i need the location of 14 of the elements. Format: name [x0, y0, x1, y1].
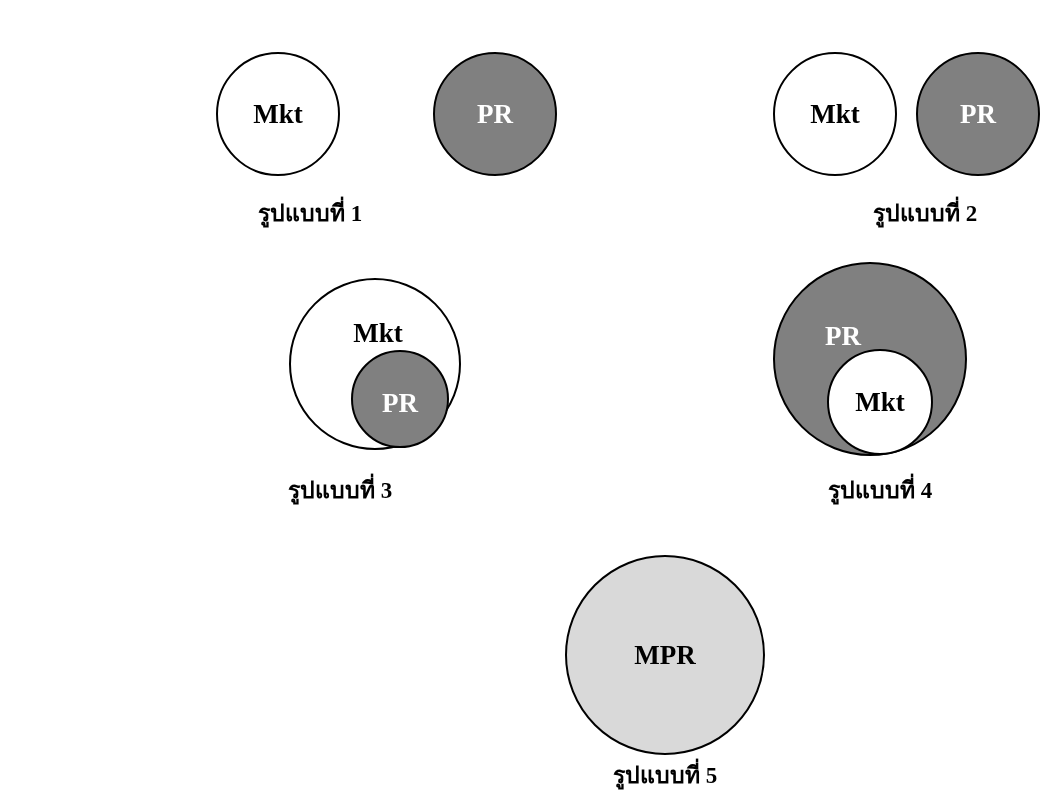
circle-label: PR	[825, 322, 861, 350]
caption: รูปแบบที่ 5	[612, 757, 718, 793]
circle-label: PR	[382, 389, 418, 417]
circle-label: Mkt	[855, 388, 905, 416]
circle-label: Mkt	[253, 100, 303, 128]
circle-label: Mkt	[353, 319, 403, 347]
caption: รูปแบบที่ 4	[827, 472, 933, 508]
circle-label: PR	[477, 100, 513, 128]
circle-label: MPR	[634, 641, 696, 669]
caption: รูปแบบที่ 1	[257, 195, 363, 231]
caption: รูปแบบที่ 2	[872, 195, 978, 231]
circle-label: Mkt	[810, 100, 860, 128]
circle-label: PR	[960, 100, 996, 128]
caption: รูปแบบที่ 3	[287, 472, 393, 508]
